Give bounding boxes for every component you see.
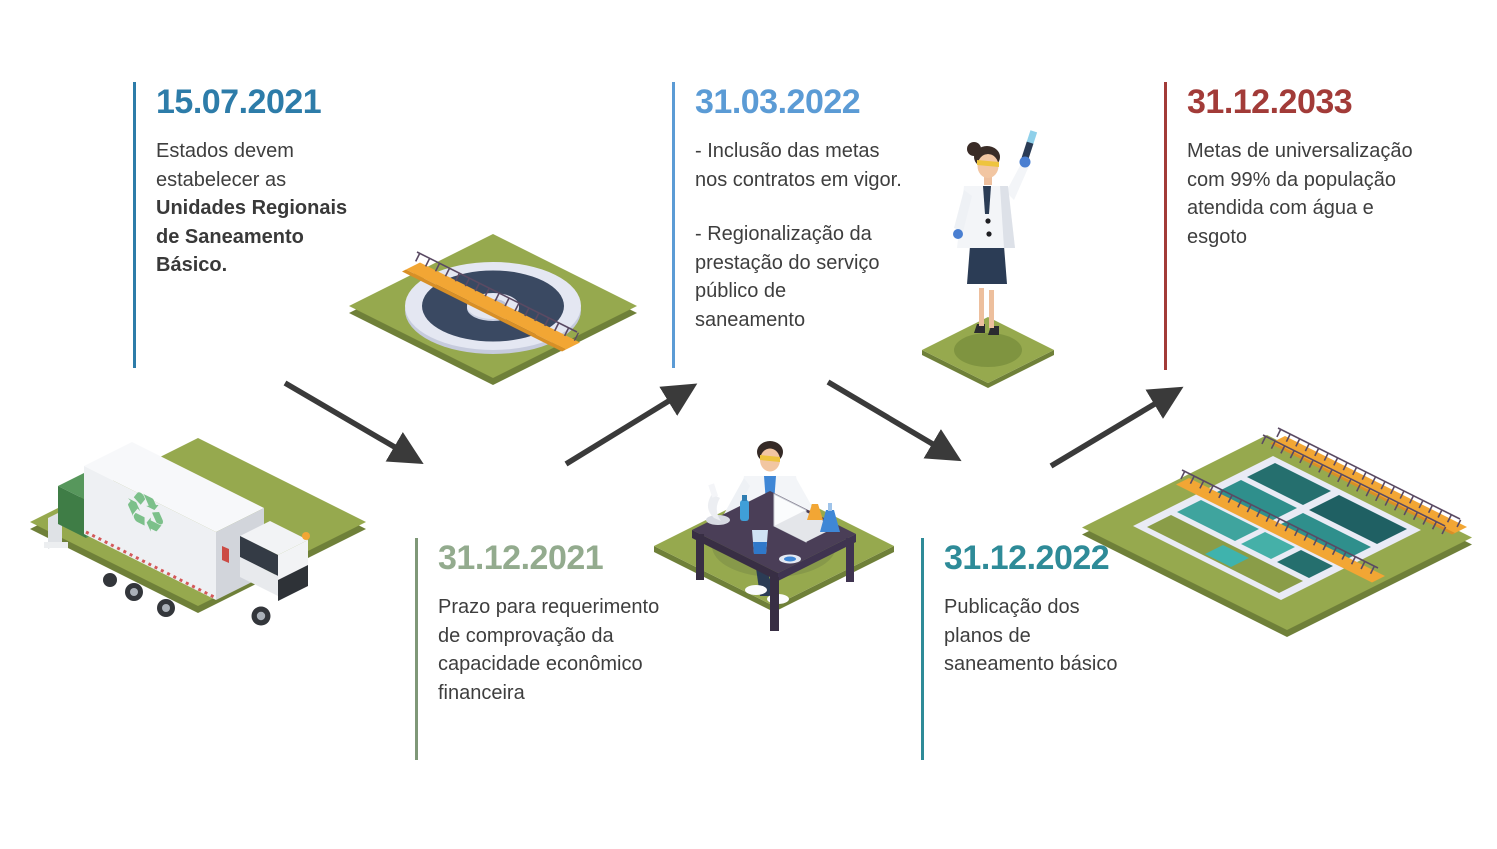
description-line: saneamento: [695, 308, 806, 331]
milestone-date: 15.07.2021: [156, 83, 322, 121]
description-line: - Regionalização da: [695, 223, 872, 245]
circular-clarifier-tank-icon: [348, 220, 638, 400]
scientist-lab-desk-icon: [640, 418, 908, 644]
description-line: Estados devem: [156, 140, 294, 162]
treatment-plant-basins-icon: [1050, 380, 1495, 642]
truck-cab: [222, 521, 310, 601]
description-line: Básico.: [156, 254, 228, 276]
description-line: saneamento básico: [944, 653, 1118, 675]
description-line: atendida com água e: [1187, 197, 1374, 219]
description-line: Unidades Regionais: [156, 197, 348, 219]
milestone-2033-12-31: 31.12.2033 Metas de universalização com …: [1164, 82, 1413, 370]
milestone-date: 31.03.2022: [695, 83, 861, 121]
lab-table: [692, 491, 856, 631]
recycling-garbage-truck-icon: ♻: [18, 390, 368, 648]
description-line: de comprovação da: [438, 624, 614, 647]
description-line: de Saneamento: [156, 225, 304, 248]
milestone-2022-03-31: 31.03.2022 - Inclusão das metas nos cont…: [672, 82, 902, 368]
description-line: financeira: [438, 681, 525, 704]
description-line: nos contratos em vigor.: [695, 168, 902, 191]
truck-wheels: [103, 573, 271, 626]
milestone-description: Estados devem estabelecer as Unidades Re…: [156, 137, 347, 280]
milestone-date: 31.12.2033: [1187, 83, 1353, 121]
milestone-description: Publicação dos planos de saneamento bási…: [944, 593, 1117, 679]
milestone-description: - Inclusão das metas nos contratos em vi…: [695, 137, 902, 334]
description-line: Metas de universalização: [1187, 140, 1413, 162]
description-line: esgoto: [1187, 225, 1248, 248]
description-line: planos de: [944, 624, 1031, 647]
description-line: Publicação dos: [944, 596, 1080, 618]
milestone-date: 31.12.2022: [944, 539, 1110, 577]
plant-railings: [1180, 427, 1462, 577]
description-line: com 99% da população: [1187, 168, 1397, 191]
description-line: estabelecer as: [156, 168, 287, 191]
lab-equipment: [706, 483, 840, 564]
milestone-2021-12-31: 31.12.2021 Prazo para requerimento de co…: [415, 538, 659, 760]
description-line: Prazo para requerimento: [438, 596, 660, 618]
description-line: público de: [695, 280, 787, 302]
milestone-date: 31.12.2021: [438, 539, 604, 577]
milestone-2021-07-15: 15.07.2021 Estados devem estabelecer as …: [133, 82, 347, 368]
description-line: prestação do serviço: [695, 251, 880, 274]
milestone-description: Prazo para requerimento de comprovação d…: [438, 593, 659, 707]
description-line: - Inclusão das metas: [695, 140, 880, 162]
description-line: capacidade econômico: [438, 653, 643, 675]
clarifier-walkway: [402, 251, 580, 352]
test-tube-icon: [1021, 130, 1038, 160]
milestone-2022-12-31: 31.12.2022 Publicação dos planos de sane…: [921, 538, 1117, 760]
scientist-figure: [953, 130, 1038, 335]
milestone-description: Metas de universalização com 99% da popu…: [1187, 137, 1413, 251]
scientist-test-tube-icon: [908, 120, 1068, 390]
plant-basins: [1082, 435, 1472, 630]
scientist-platform: [922, 317, 1054, 388]
